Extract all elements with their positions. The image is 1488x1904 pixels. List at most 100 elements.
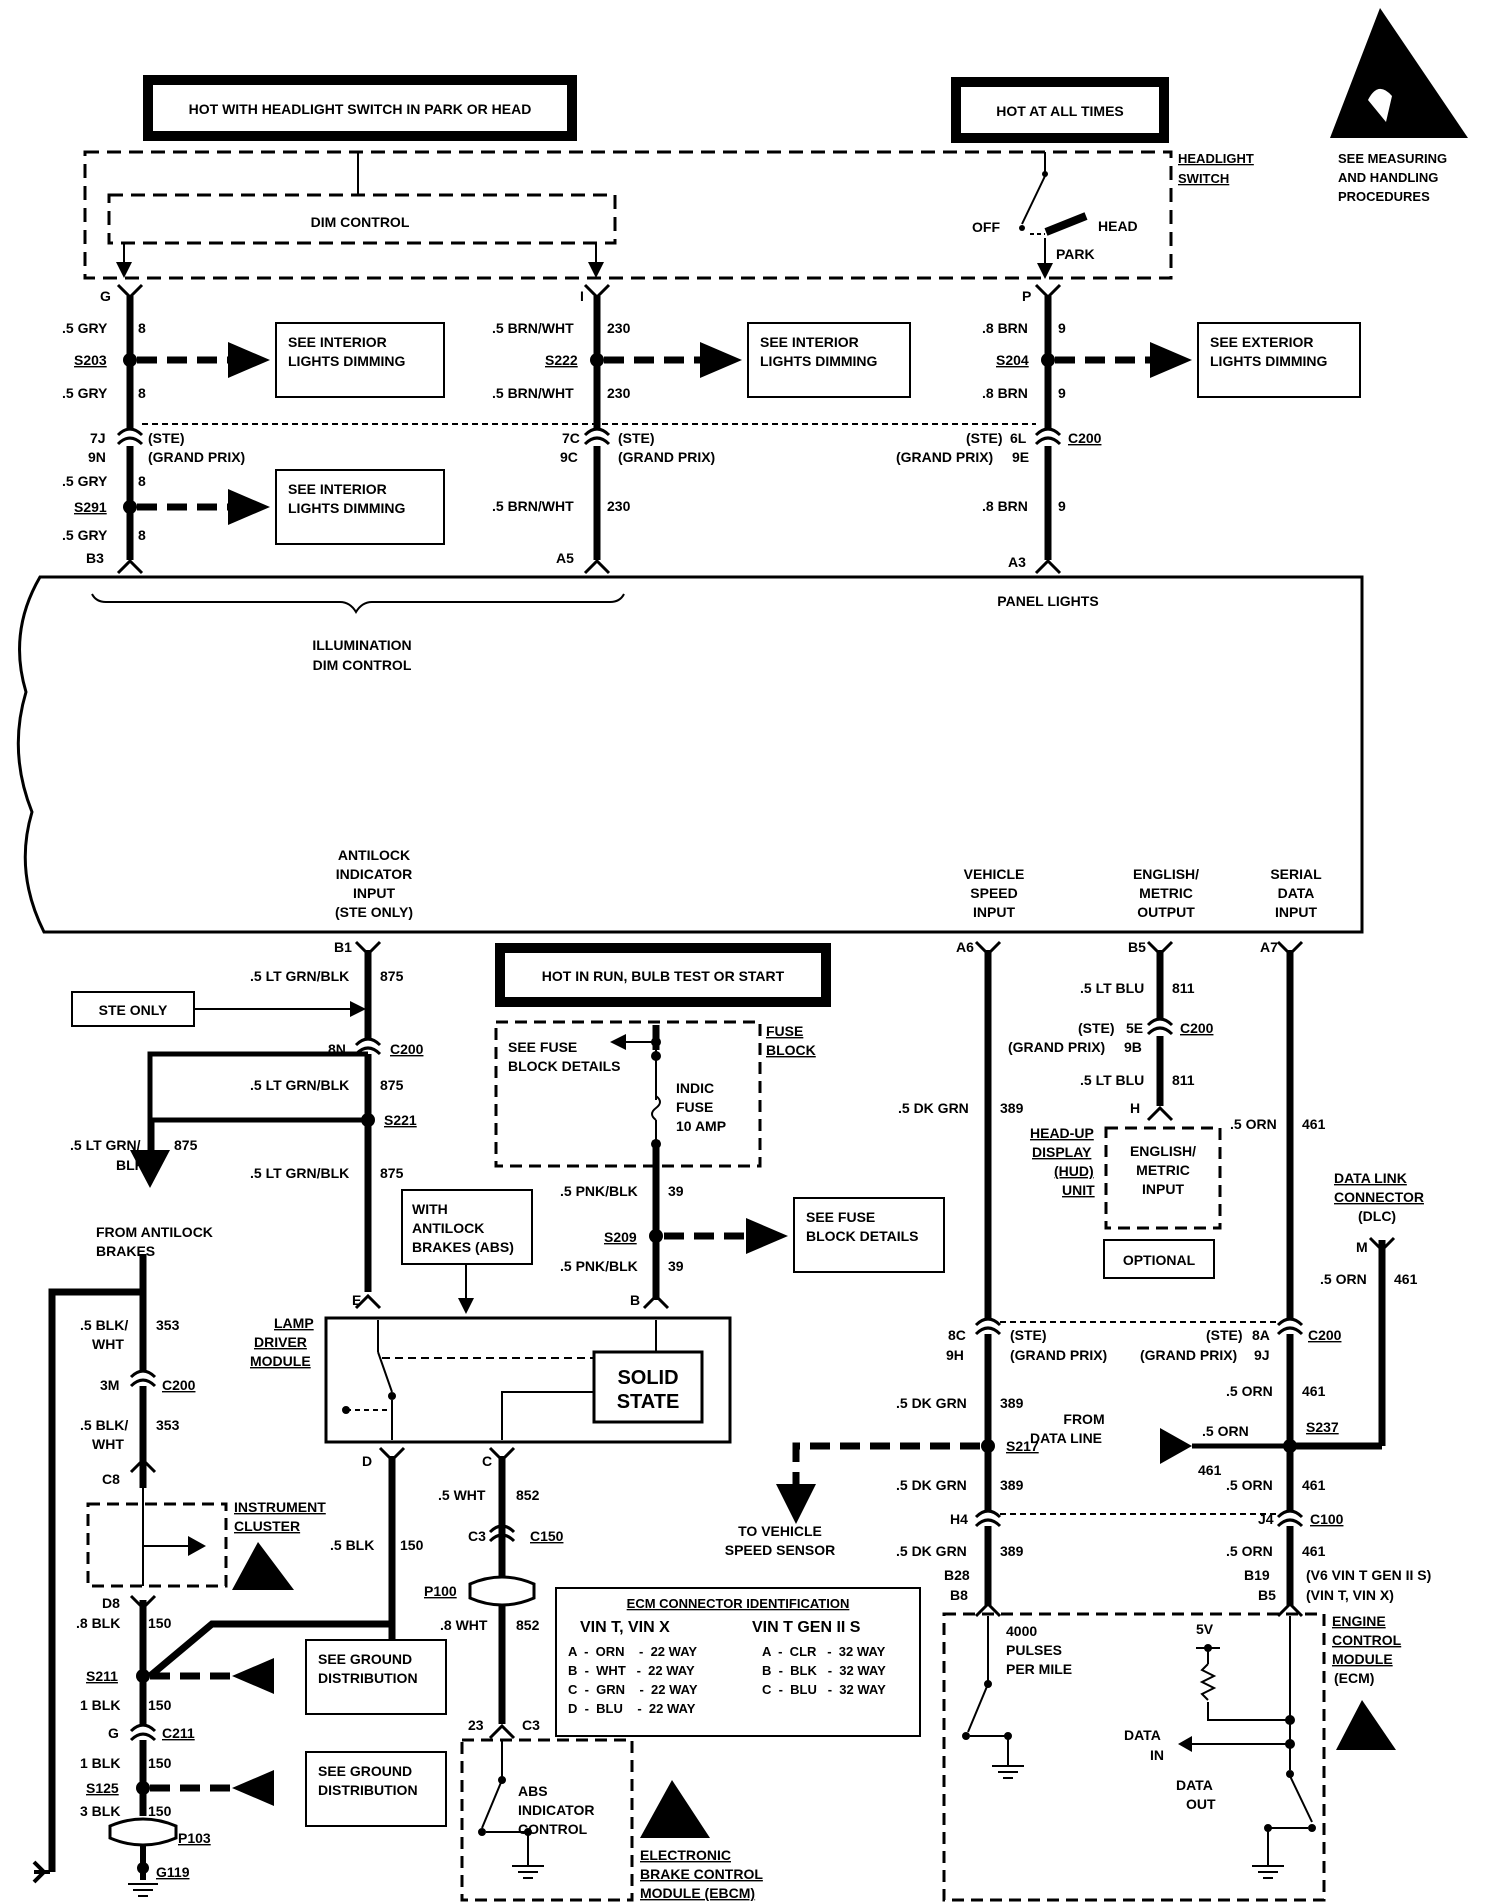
svg-text:.5 LT BLU: .5 LT BLU <box>1080 1072 1144 1088</box>
ecm-connector-table <box>555 1587 921 1737</box>
svg-text:5V: 5V <box>1196 1621 1214 1637</box>
svg-text:I: I <box>580 288 584 304</box>
ste-only-label: STE ONLY <box>99 1002 168 1018</box>
svg-text:150: 150 <box>400 1537 424 1553</box>
optional-label: OPTIONAL <box>1123 1252 1196 1268</box>
svg-text:230: 230 <box>607 498 631 514</box>
svg-text:A7: A7 <box>1260 939 1278 955</box>
svg-text:OUT: OUT <box>1186 1796 1216 1812</box>
svg-text:.5 DK GRN: .5 DK GRN <box>896 1395 967 1411</box>
svg-text:811: 811 <box>1172 1072 1195 1088</box>
svg-text:SEE FUSE: SEE FUSE <box>508 1039 577 1055</box>
svg-text:ELECTRONIC: ELECTRONIC <box>640 1847 731 1863</box>
banner-run-bulb: HOT IN RUN, BULB TEST OR START <box>495 943 831 1007</box>
svg-text:.5 BLK/: .5 BLK/ <box>80 1317 128 1333</box>
svg-text:C200: C200 <box>1308 1327 1342 1343</box>
svg-text:ENGLISH/: ENGLISH/ <box>1133 866 1199 882</box>
svg-text:DISTRIBUTION: DISTRIBUTION <box>318 1782 418 1798</box>
svg-text:.5 BRN/WHT: .5 BRN/WHT <box>492 320 574 336</box>
esd-icon-ebcm <box>640 1780 710 1838</box>
svg-text:VIN T GEN II S: VIN T GEN II S <box>752 1619 861 1636</box>
svg-text:PER MILE: PER MILE <box>1006 1661 1072 1677</box>
splice-s125: S125 <box>86 1780 119 1796</box>
headlight-switch-icon: OFF HEAD PARK <box>972 152 1138 279</box>
banner-park-head-text: HOT WITH HEADLIGHT SWITCH IN PARK OR HEA… <box>189 101 532 117</box>
svg-text:B - BLK - 32 WAY: B - BLK - 32 WAY <box>762 1663 886 1678</box>
svg-text:.5 LT GRN/BLK: .5 LT GRN/BLK <box>250 1077 349 1093</box>
svg-text:.5 DK GRN: .5 DK GRN <box>896 1477 967 1493</box>
dim-control-label: DIM CONTROL <box>311 214 410 230</box>
svg-text:A3: A3 <box>1008 554 1026 570</box>
svg-text:.8 WHT: .8 WHT <box>440 1617 488 1633</box>
svg-text:FUSE: FUSE <box>766 1023 803 1039</box>
svg-text:4000: 4000 <box>1006 1623 1037 1639</box>
svg-text:39: 39 <box>668 1258 684 1274</box>
svg-text:SPEED SENSOR: SPEED SENSOR <box>725 1542 835 1558</box>
svg-text:C - GRN - 22 WAY: C - GRN - 22 WAY <box>568 1682 698 1697</box>
splice-s237: S237 <box>1306 1419 1339 1435</box>
svg-text:C211: C211 <box>162 1725 195 1741</box>
lower-wires <box>48 950 1386 1872</box>
svg-text:P: P <box>1022 288 1031 304</box>
svg-text:H: H <box>1130 1100 1140 1116</box>
svg-text:.5 GRY: .5 GRY <box>62 320 108 336</box>
svg-text:WHT: WHT <box>92 1436 124 1452</box>
svg-text:C - BLU - 32 WAY: C - BLU - 32 WAY <box>762 1682 886 1697</box>
svg-text:8: 8 <box>138 473 146 489</box>
svg-text:9C: 9C <box>560 449 578 465</box>
svg-text:.5 LT GRN/BLK: .5 LT GRN/BLK <box>250 968 349 984</box>
svg-text:(GRAND PRIX): (GRAND PRIX) <box>148 449 245 465</box>
svg-text:8C: 8C <box>948 1327 966 1343</box>
svg-text:.5 DK GRN: .5 DK GRN <box>896 1543 967 1559</box>
svg-text:CLUSTER: CLUSTER <box>234 1518 300 1534</box>
svg-text:150: 150 <box>148 1755 172 1771</box>
svg-text:.5 ORN: .5 ORN <box>1202 1423 1249 1439</box>
svg-text:(GRAND PRIX): (GRAND PRIX) <box>1010 1347 1107 1363</box>
svg-text:8: 8 <box>138 385 146 401</box>
svg-text:G: G <box>100 288 111 304</box>
svg-text:B5: B5 <box>1258 1587 1276 1603</box>
svg-text:BLOCK DETAILS: BLOCK DETAILS <box>508 1058 621 1074</box>
svg-text:7C: 7C <box>562 430 580 446</box>
ground-icon <box>128 1883 158 1897</box>
pin-terminals-top <box>116 283 1062 575</box>
svg-text:(VIN T, VIN X): (VIN T, VIN X) <box>1306 1587 1394 1603</box>
svg-text:CONTROL: CONTROL <box>1332 1632 1402 1648</box>
svg-text:CONNECTOR: CONNECTOR <box>1334 1189 1424 1205</box>
svg-text:.5 BRN/WHT: .5 BRN/WHT <box>492 385 574 401</box>
svg-text:.5 LT BLU: .5 LT BLU <box>1080 980 1144 996</box>
svg-text:SERIAL: SERIAL <box>1270 866 1322 882</box>
svg-text:A - CLR - 32 WAY: A - CLR - 32 WAY <box>762 1644 886 1659</box>
svg-text:BRAKE CONTROL: BRAKE CONTROL <box>640 1866 763 1882</box>
svg-text:VEHICLE: VEHICLE <box>964 866 1025 882</box>
svg-text:A6: A6 <box>956 939 974 955</box>
svg-text:C: C <box>482 1453 492 1469</box>
svg-text:ECM CONNECTOR IDENTIFICATION: ECM CONNECTOR IDENTIFICATION <box>627 1596 850 1611</box>
svg-text:DATA: DATA <box>1176 1777 1213 1793</box>
svg-text:9B: 9B <box>1124 1039 1142 1055</box>
svg-text:461: 461 <box>1302 1477 1326 1493</box>
svg-text:5E: 5E <box>1126 1020 1143 1036</box>
svg-text:FROM: FROM <box>1063 1411 1104 1427</box>
svg-text:.5 PNK/BLK: .5 PNK/BLK <box>560 1258 638 1274</box>
svg-text:BRAKES (ABS): BRAKES (ABS) <box>412 1239 514 1255</box>
svg-text:811: 811 <box>1172 980 1195 996</box>
svg-text:9: 9 <box>1058 385 1066 401</box>
svg-text:.5 LT GRN/: .5 LT GRN/ <box>70 1137 141 1153</box>
svg-text:.5 ORN: .5 ORN <box>1230 1116 1277 1132</box>
svg-text:C200: C200 <box>390 1041 424 1057</box>
splice-s203: S203 <box>74 352 107 368</box>
svg-text:.5 PNK/BLK: .5 PNK/BLK <box>560 1183 638 1199</box>
svg-text:9E: 9E <box>1012 449 1029 465</box>
svg-text:SEE INTERIOR: SEE INTERIOR <box>760 334 859 350</box>
svg-text:J4: J4 <box>1258 1511 1274 1527</box>
svg-text:SEE INTERIOR: SEE INTERIOR <box>288 334 387 350</box>
svg-text:.8 BRN: .8 BRN <box>982 320 1028 336</box>
instrument-cluster-box <box>16 575 1364 934</box>
svg-text:DRIVER: DRIVER <box>254 1334 307 1350</box>
splice-s209: S209 <box>604 1229 637 1245</box>
splice-s291: S291 <box>74 499 107 515</box>
svg-text:(STE): (STE) <box>1078 1020 1115 1036</box>
svg-text:WITH: WITH <box>412 1201 448 1217</box>
svg-text:BLK: BLK <box>116 1157 145 1173</box>
